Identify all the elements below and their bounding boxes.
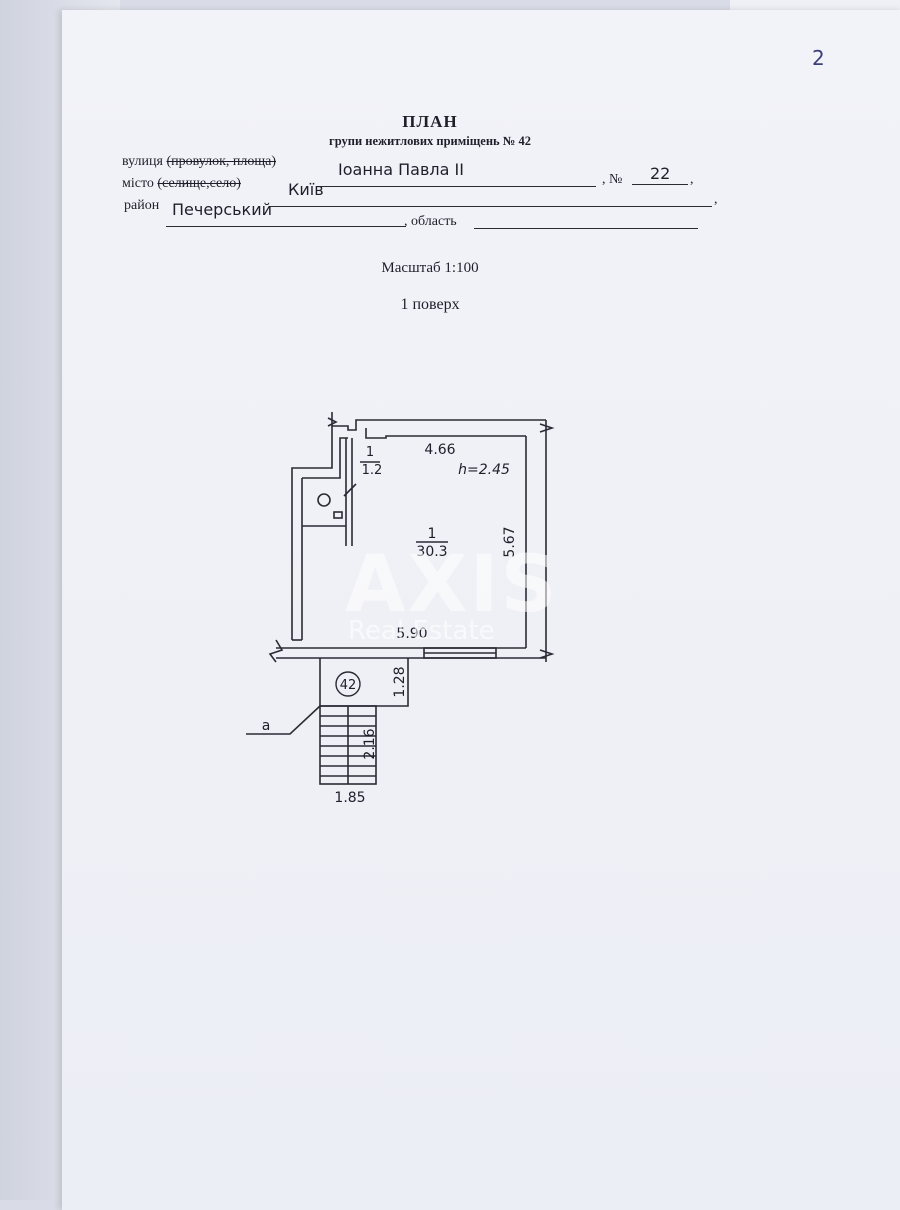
ceiling-height: h=2.45	[458, 462, 510, 478]
watermark-tagline: Real Estate	[348, 616, 495, 646]
city-label: місто	[122, 176, 154, 191]
document-title: ПЛАН	[402, 112, 458, 131]
break-mark-top	[539, 423, 555, 433]
number-comma: ,	[690, 172, 694, 187]
door-swing	[343, 483, 357, 497]
document-subtitle: групи нежитлових приміщень № 42	[329, 134, 531, 148]
break-mark-right	[539, 649, 555, 659]
page-number: 2	[812, 46, 825, 70]
inner-wall-top	[365, 428, 526, 439]
sink-fixture	[333, 511, 343, 519]
watermark-logo: AXIS	[345, 540, 559, 630]
street-row: вулиця (провулок, площа)	[122, 154, 276, 170]
stair-length-dimension: 2.16	[362, 728, 378, 759]
city-comma: ,	[714, 192, 718, 207]
region-underline	[474, 228, 698, 229]
city-row: місто (селище,село)	[122, 176, 241, 192]
stair-width-dimension: 1.85	[334, 790, 365, 806]
group-number: 42	[340, 678, 357, 693]
main-room-number: 1	[428, 526, 437, 542]
right-depth-dimension: 5.67	[502, 526, 518, 557]
break-mark-top-left	[327, 417, 338, 427]
floor-plan: 1 1.2 4.66 h=2.45 1 30.3 5.67 5.90 42 1.…	[246, 412, 555, 806]
street-label-struck: (провулок, площа)	[166, 154, 277, 169]
district-value: Печерський	[172, 200, 273, 219]
vestibule-depth-dimension: 1.28	[392, 666, 408, 697]
city-label-struck: (селище,село)	[157, 176, 241, 191]
street-label: вулиця	[122, 154, 163, 169]
street-value: Іоанна Павла II	[338, 160, 464, 179]
bottom-width-dimension: 5.90	[396, 626, 427, 642]
top-width-dimension: 4.66	[424, 442, 455, 458]
inner-wall-left-upper	[302, 437, 348, 479]
number-label: , №	[602, 172, 623, 187]
stair-label: а	[262, 718, 271, 734]
outer-wall-left	[291, 426, 333, 640]
scale-label: Масштаб 1:100	[381, 260, 479, 276]
city-value: Київ	[288, 180, 324, 199]
document-page	[62, 10, 900, 1210]
number-underline	[632, 184, 688, 185]
city-underline	[270, 206, 712, 207]
stair-leader	[246, 705, 321, 735]
number-value: 22	[650, 164, 671, 183]
outer-wall-top	[331, 412, 546, 431]
small-room-area: 1.2	[362, 463, 383, 478]
group-number-circle	[335, 671, 361, 697]
floor-label: 1 поверх	[400, 296, 460, 313]
toilet-fixture	[317, 493, 331, 507]
break-mark-left	[268, 639, 284, 663]
region-label: , область	[404, 214, 457, 229]
district-underline	[166, 226, 406, 227]
small-room-number: 1	[366, 445, 374, 460]
district-label: район	[124, 198, 160, 213]
main-room-area: 30.3	[416, 544, 447, 560]
plan-walls	[246, 412, 555, 785]
street-underline	[316, 186, 596, 187]
